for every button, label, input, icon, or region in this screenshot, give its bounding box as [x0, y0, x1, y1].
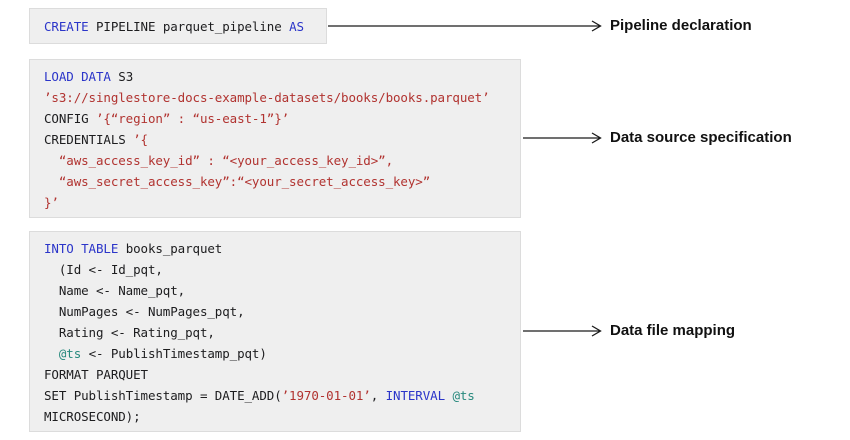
code-block-pipeline-declaration: CREATE PIPELINE parquet_pipeline AS: [29, 8, 327, 44]
code-line: @ts <- PublishTimestamp_pqt): [58, 346, 267, 361]
code-block-data-source-specification: LOAD DATA S3 ’s3://singlestore-docs-examp…: [29, 59, 521, 218]
code-line: “aws_secret_access_key”:“<your_secret_ac…: [44, 174, 431, 189]
code-line: LOAD DATA S3: [44, 69, 134, 84]
code-line: FORMAT PARQUET: [44, 367, 148, 382]
code-line: NumPages <- NumPages_pqt,: [44, 304, 245, 319]
code-line: INTO TABLE books_parquet: [44, 241, 223, 256]
code-line: “aws_access_key_id” : “<your_access_key_…: [44, 153, 394, 168]
label-pipeline-declaration: Pipeline declaration: [610, 17, 752, 34]
code-line: SET PublishTimestamp = DATE_ADD(’1970-01…: [44, 388, 475, 403]
code-line: CREATE PIPELINE parquet_pipeline AS: [44, 18, 304, 34]
arrow-data-file-mapping: [523, 325, 602, 337]
label-data-file-mapping: Data file mapping: [610, 322, 736, 339]
label-data-source-specification: Data source specification: [610, 129, 792, 146]
code-line: (Id <- Id_pqt,: [44, 262, 163, 277]
code-line: }’: [44, 195, 59, 210]
arrow-pipeline-declaration: [328, 20, 602, 32]
code-line: ’s3://singlestore-docs-example-datasets/…: [44, 90, 490, 105]
code-line: MICROSECOND);: [44, 409, 141, 424]
code-line: Rating <- Rating_pqt,: [44, 325, 215, 340]
code-line: CREDENTIALS ’{: [44, 132, 148, 147]
code-line: Name <- Name_pqt,: [44, 283, 186, 298]
code-line: CONFIG ’{“region” : “us-east-1”}’: [44, 111, 290, 126]
code-block-data-file-mapping: INTO TABLE books_parquet (Id <- Id_pqt, …: [29, 231, 521, 432]
arrow-data-source-specification: [523, 132, 602, 144]
